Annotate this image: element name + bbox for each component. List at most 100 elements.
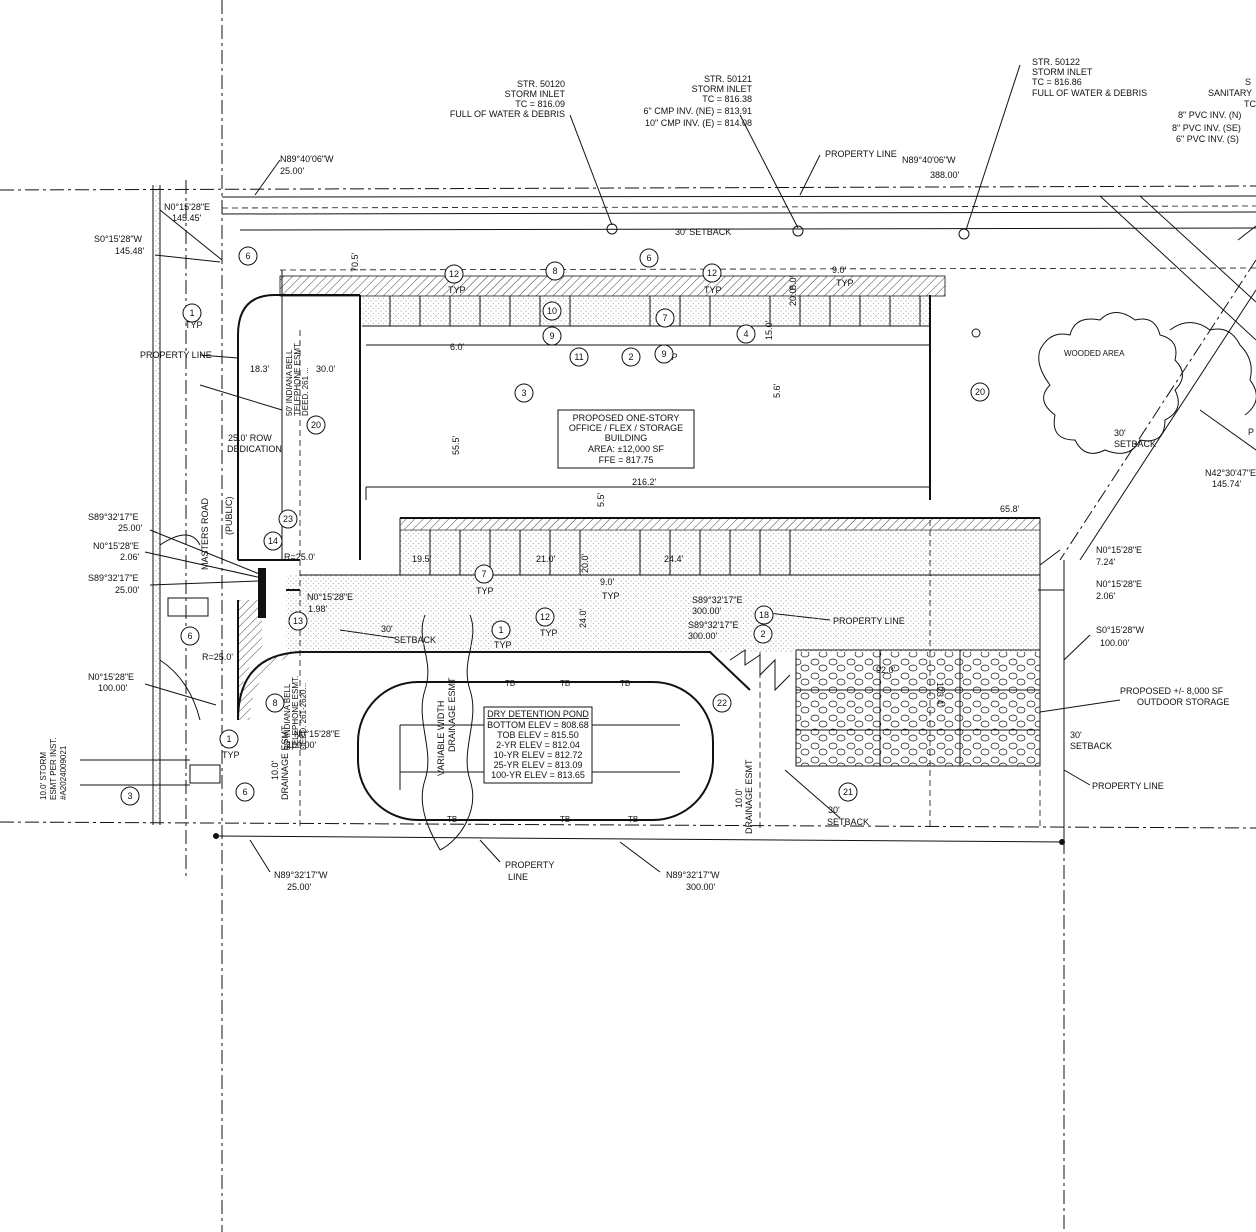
keynote-4: 4 <box>736 324 756 344</box>
keynote-7-b: 7 <box>474 564 494 584</box>
keynote-12-a: 12 <box>444 264 464 284</box>
str-50121-line1: STR. 50121 <box>704 74 752 84</box>
pond-tb-6: TB <box>628 815 638 824</box>
property-line-west: PROPERTY LINE <box>140 350 212 360</box>
svg-text:12: 12 <box>449 269 459 279</box>
str-50120-line2: STORM INLET <box>505 89 566 99</box>
pond-row-1: BOTTOM ELEV = 808.68 <box>487 720 589 730</box>
bell-esmt-2c: DEED. 261-2620... <box>299 683 308 750</box>
parking-stalls <box>362 296 930 575</box>
dim-92-0: 92.0' <box>876 665 896 675</box>
keynote-3-b: 3 <box>120 786 140 806</box>
bearing-road2-2: 2.06' <box>120 552 140 562</box>
bearing-nw-west-2: 145.48' <box>115 246 145 256</box>
dim-55-5: 55.5' <box>451 435 461 455</box>
road-public: (PUBLIC) <box>224 496 234 535</box>
svg-text:11: 11 <box>574 352 583 362</box>
drainage-esmt-east-2: DRAINAGE ESMT <box>744 759 754 834</box>
bearing-east3-1: S0°15'28"W <box>1096 625 1145 635</box>
bearing-inner2-1: S89°32'17"E <box>692 595 743 605</box>
svg-text:10: 10 <box>547 306 557 316</box>
bearing-nw-west-1: S0°15'28"W <box>94 234 143 244</box>
bearing-north-west-1: N89°40'06"W <box>280 154 334 164</box>
str-50122-line2: STORM INLET <box>1032 67 1093 77</box>
keynote-8-b: 8 <box>265 693 285 713</box>
building-label: PROPOSED ONE-STORY OFFICE / FLEX / STORA… <box>557 409 695 469</box>
road-name: MASTERS ROAD <box>200 497 210 570</box>
keynote-20-b: 20 <box>970 382 990 402</box>
dim-20-0b: 20.0' <box>580 553 590 573</box>
setback-ne-2: SETBACK <box>1114 439 1156 449</box>
bearing-inner4-1: N0°15'28"E <box>294 729 340 739</box>
str-50122-line3: TC = 816.86 <box>1032 77 1082 87</box>
row-dedication-2: DEDICATION <box>227 444 282 454</box>
bearing-nw-east-1: N0°15'28"E <box>164 202 210 212</box>
general-labels: PROPERTY LINE PROPERTY LINE PROPERTY LIN… <box>39 149 1254 882</box>
svg-text:22: 22 <box>717 698 727 708</box>
bell-esmt-2a: 30' INDIANA BELL <box>283 683 292 750</box>
dim-18-3: 18.3' <box>250 364 270 374</box>
bearing-road4-2: 100.00' <box>98 683 128 693</box>
outdoor-storage-2: OUTDOOR STORAGE <box>1137 697 1229 707</box>
typ-6: TYP <box>602 591 620 601</box>
drainage-esmt-east-1: 10.0' <box>734 788 744 808</box>
bearing-north-2: 388.00' <box>930 170 960 180</box>
setback-north: 30' SETBACK <box>675 227 731 237</box>
dim-70-5: 70.5' <box>350 252 360 272</box>
pond-tb-1: TB <box>505 679 515 688</box>
dim-15-0: 15.0' <box>764 320 774 340</box>
svg-text:1: 1 <box>189 308 194 318</box>
building-line-4: AREA: ±12,000 SF <box>588 444 664 454</box>
str-50120-line4: FULL OF WATER & DEBRIS <box>450 109 565 119</box>
property-line-se: PROPERTY LINE <box>1092 781 1164 791</box>
dim-65-8: 65.8' <box>1000 504 1020 514</box>
setback-south-1: 30' <box>828 805 840 815</box>
pond-title: DRY DETENTION POND <box>487 709 589 719</box>
svg-text:6: 6 <box>187 631 192 641</box>
keynote-6-a: 6 <box>238 246 258 266</box>
bearing-nw-east-2: 145.45' <box>172 213 202 223</box>
svg-text:13: 13 <box>293 616 303 626</box>
svg-text:2: 2 <box>628 352 633 362</box>
svg-text:6: 6 <box>245 251 250 261</box>
svg-text:9: 9 <box>661 349 666 359</box>
structure-callouts: STR. 50120 STORM INLET TC = 816.09 FULL … <box>450 57 1256 144</box>
dim-123-4: 123.4' <box>935 682 945 707</box>
var-drainage-1: VARIABLE WIDTH <box>436 701 446 776</box>
bell-esmt-1a: 50' INDIANA BELL <box>285 349 294 416</box>
str-50121-line4: 6" CMP INV. (NE) = 813.91 <box>644 106 753 116</box>
bearing-road3-2: 25.00' <box>115 585 140 595</box>
bearing-east2-2: 2.06' <box>1096 591 1116 601</box>
dim-30-0: 30.0' <box>316 364 336 374</box>
bearing-inner1-1: N0°15'28"E <box>307 592 353 602</box>
bearing-road1-2: 25.00' <box>118 523 143 533</box>
line-label-south: LINE <box>508 872 528 882</box>
dim-5-5: 5.5' <box>596 492 606 507</box>
keynote-6-c: 6 <box>180 626 200 646</box>
svg-text:21: 21 <box>843 787 853 797</box>
sanitary-line4: 8" PVC INV. (N) <box>1178 110 1241 120</box>
bearing-inner4-2: 100.00' <box>287 740 317 750</box>
typ-10: TYP <box>222 750 240 760</box>
sanitary-line6: 6" PVC INV. (S) <box>1176 134 1239 144</box>
setback-se-2: SETBACK <box>1070 741 1112 751</box>
keynotes: 6 12 8 6 12 10 7 4 9 9 1 3 11 2 20 20 23… <box>120 246 990 806</box>
svg-text:2: 2 <box>760 629 765 639</box>
bearing-inner2-2: 300.00' <box>692 606 722 616</box>
pond-row-3: 2-YR ELEV = 812.04 <box>496 740 580 750</box>
sanitary-line2: SANITARY <box>1208 88 1252 98</box>
keynote-12-b: 12 <box>702 263 722 283</box>
typ-2: TYP <box>448 285 466 295</box>
dim-21-0: 21.0' <box>536 554 556 564</box>
bearing-north-west-2: 25.00' <box>280 166 305 176</box>
setback-mid-1: 30' <box>381 624 393 634</box>
svg-text:23: 23 <box>283 514 293 524</box>
dim-6-0: 6.0' <box>450 342 465 352</box>
bearing-east1-1: N0°15'28"E <box>1096 545 1142 555</box>
dim-24-4: 24.4' <box>664 554 684 564</box>
typ-8: TYP <box>494 640 512 650</box>
pond-tb-3: TB <box>620 679 630 688</box>
keynote-18: 18 <box>754 605 774 625</box>
dim-8-0: 8.0' <box>788 275 798 290</box>
bell-esmt-1c: DEED. 261 ... <box>301 367 310 416</box>
